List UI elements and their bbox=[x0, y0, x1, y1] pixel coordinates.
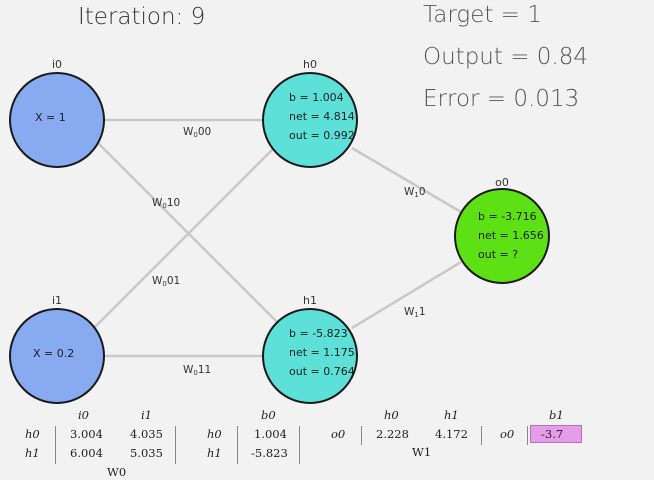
b1-divider bbox=[527, 426, 528, 445]
edge-label-w010: W010 bbox=[152, 197, 180, 210]
node-o0[interactable]: o0 b = -3.716 net = 1.656 out = ? bbox=[454, 176, 550, 284]
target-value: Target = 1 bbox=[423, 2, 542, 28]
node-name-h0: h0 bbox=[303, 58, 317, 71]
node-h0[interactable]: h0 b = 1.004 net = 4.814 out = 0.992 bbox=[262, 58, 358, 168]
b1-cell-highlighted[interactable]: -3.7 bbox=[530, 425, 582, 443]
w0-row-header-h1: h1 bbox=[25, 446, 40, 460]
output-value: Output = 0.84 bbox=[423, 44, 588, 70]
node-circle-i0[interactable] bbox=[9, 72, 105, 168]
node-i0[interactable]: i0 X = 1 bbox=[9, 58, 105, 168]
b0-right-divider bbox=[299, 426, 300, 464]
node-text-h1-out: out = 0.764 bbox=[289, 365, 355, 378]
weights-table-w0: i0 i1 h0 h1 3.004 4.035 6.004 5.035 W0 b… bbox=[0, 408, 654, 480]
node-text-h1-b: b = -5.823 bbox=[289, 327, 348, 340]
edge-label-w10: W10 bbox=[404, 186, 426, 199]
w1-col-header-h1: h1 bbox=[444, 408, 459, 422]
edge-h1-o0 bbox=[351, 260, 462, 330]
w1-cell-0: 2.228 bbox=[376, 427, 409, 441]
node-circle-h1[interactable] bbox=[262, 308, 358, 404]
node-circle-o0[interactable] bbox=[454, 188, 550, 284]
iteration-counter: Iteration: 9 bbox=[78, 4, 206, 30]
node-name-i1: i1 bbox=[52, 294, 62, 307]
b0-divider bbox=[237, 426, 238, 464]
w0-divider bbox=[55, 426, 56, 464]
node-i1[interactable]: i1 X = 0.2 bbox=[9, 294, 105, 404]
node-text-o0-b: b = -3.716 bbox=[478, 210, 537, 223]
node-h1[interactable]: h1 b = -5.823 net = 1.175 out = 0.764 bbox=[262, 294, 358, 404]
edge-label-w000: W000 bbox=[183, 126, 211, 139]
b0-row-header-h0: h0 bbox=[207, 427, 222, 441]
node-text-i0: X = 1 bbox=[35, 111, 66, 124]
w1-col-header-h0: h0 bbox=[384, 408, 399, 422]
node-name-i0: i0 bbox=[52, 58, 62, 71]
w1-cell-1: 4.172 bbox=[435, 427, 468, 441]
node-circle-i1[interactable] bbox=[9, 308, 105, 404]
w0-cell-0-1: 4.035 bbox=[130, 427, 163, 441]
node-text-o0-out: out = ? bbox=[478, 248, 518, 261]
w0-col-header-i0: i0 bbox=[78, 408, 89, 422]
b1-col-header: b1 bbox=[549, 408, 564, 422]
b0-col-header: b0 bbox=[261, 408, 276, 422]
b0-row-header-h1: h1 bbox=[207, 446, 222, 460]
w1-caption: W1 bbox=[412, 445, 432, 459]
w1-row-header-o0: o0 bbox=[331, 427, 346, 441]
edge-label-w11: W11 bbox=[404, 306, 426, 319]
node-text-h0-out: out = 0.992 bbox=[289, 129, 355, 142]
w1-right-divider bbox=[481, 426, 482, 445]
network-diagram: W000 W010 W001 W011 W10 W11 i0 X = 1 i1 … bbox=[9, 58, 550, 404]
node-text-h0-net: net = 4.814 bbox=[289, 110, 355, 123]
w1-divider bbox=[361, 426, 362, 445]
node-name-o0: o0 bbox=[495, 176, 509, 189]
w0-cell-1-0: 6.004 bbox=[70, 446, 103, 460]
edge-label-w011: W011 bbox=[183, 364, 211, 377]
node-name-h1: h1 bbox=[303, 294, 317, 307]
w0-caption: W0 bbox=[107, 465, 127, 479]
w0-cell-0-0: 3.004 bbox=[70, 427, 103, 441]
b0-cell-1: -5.823 bbox=[251, 446, 288, 460]
b1-row-header-o0: o0 bbox=[500, 427, 515, 441]
node-text-h0-b: b = 1.004 bbox=[289, 91, 344, 104]
node-circle-h0[interactable] bbox=[262, 72, 358, 168]
edge-h0-o0 bbox=[351, 146, 462, 214]
w0-row-header-h0: h0 bbox=[25, 427, 40, 441]
b0-cell-0: 1.004 bbox=[254, 427, 287, 441]
node-text-i1: X = 0.2 bbox=[33, 347, 74, 360]
w0-cell-1-1: 5.035 bbox=[130, 446, 163, 460]
edge-i1-h0 bbox=[94, 139, 283, 328]
w0-col-header-i1: i1 bbox=[141, 408, 152, 422]
node-text-h1-net: net = 1.175 bbox=[289, 346, 355, 359]
error-value: Error = 0.013 bbox=[423, 86, 580, 112]
node-text-o0-net: net = 1.656 bbox=[478, 229, 544, 242]
edge-label-w001: W001 bbox=[152, 275, 180, 288]
w0-right-divider bbox=[175, 426, 176, 464]
